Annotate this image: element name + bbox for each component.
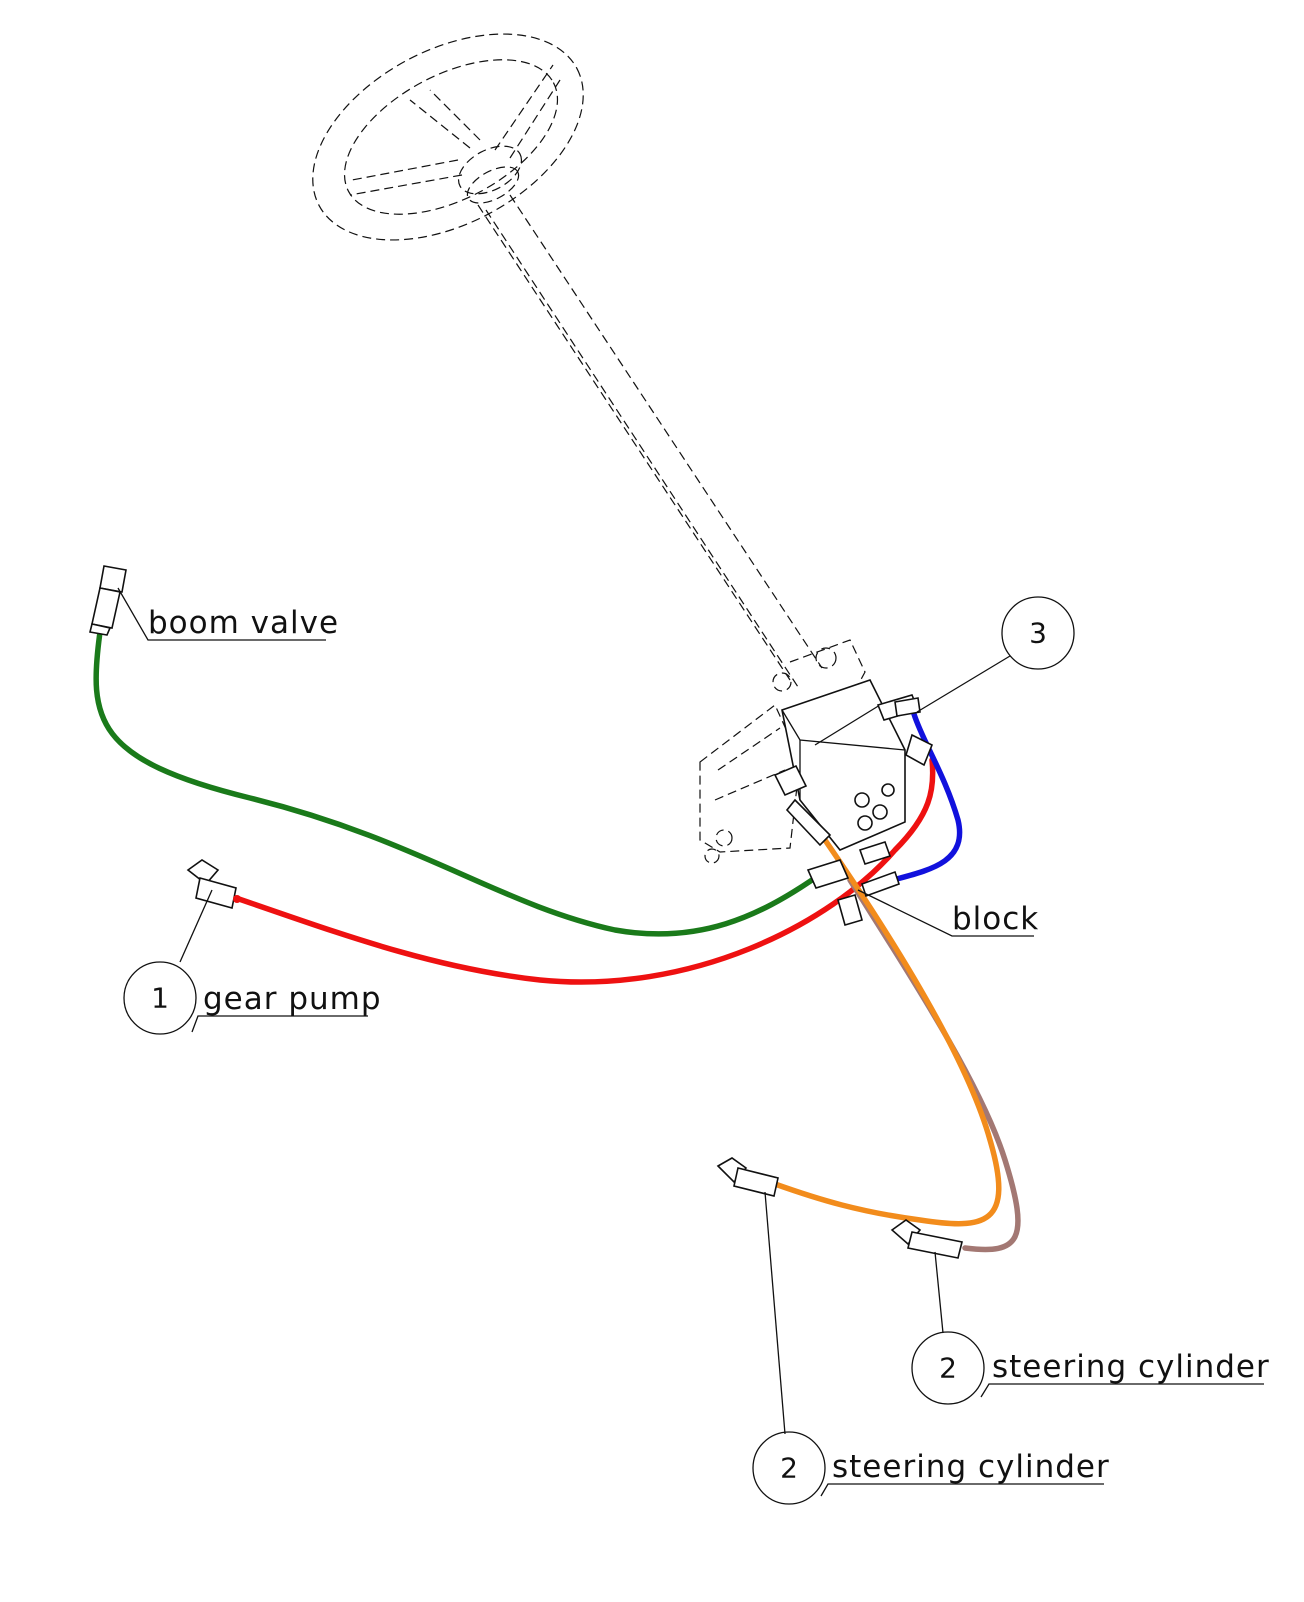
- leader-lines: [117, 587, 1264, 1497]
- balloon-2-lower: 2: [752, 1431, 826, 1505]
- balloon-2-upper: 2: [911, 1331, 985, 1405]
- hose-steering-a: [772, 837, 1002, 1227]
- steering-column: [477, 194, 823, 691]
- hoses: [93, 629, 1021, 1253]
- label-steering-cylinder-upper: steering cylinder: [992, 1349, 1270, 1385]
- svg-text:2: 2: [939, 1352, 957, 1385]
- steering-cylinder-fitting-b: [890, 1219, 963, 1259]
- hose-gear-pump: [233, 757, 936, 985]
- label-steering-cylinder-lower: steering cylinder: [832, 1449, 1110, 1485]
- hose-return: [890, 711, 963, 883]
- svg-text:3: 3: [1029, 617, 1047, 650]
- fittings: [89, 565, 963, 1259]
- label-gear-pump: gear pump: [203, 981, 382, 1017]
- steering-cylinder-fitting-a: [716, 1157, 779, 1197]
- steering-wheel: [312, 33, 584, 241]
- svg-text:2: 2: [780, 1452, 798, 1485]
- balloon-3: 3: [1001, 596, 1075, 670]
- svg-text:1: 1: [151, 982, 169, 1015]
- boom-valve-fitting: [89, 565, 127, 636]
- block-fittings: [773, 697, 934, 926]
- hose-boom-valve: [93, 629, 815, 937]
- balloon-1: 1: [123, 961, 197, 1035]
- label-boom-valve: boom valve: [148, 605, 339, 641]
- label-block: block: [952, 901, 1039, 937]
- gear-pump-fitting: [186, 859, 241, 910]
- steering-unit: [781, 679, 920, 851]
